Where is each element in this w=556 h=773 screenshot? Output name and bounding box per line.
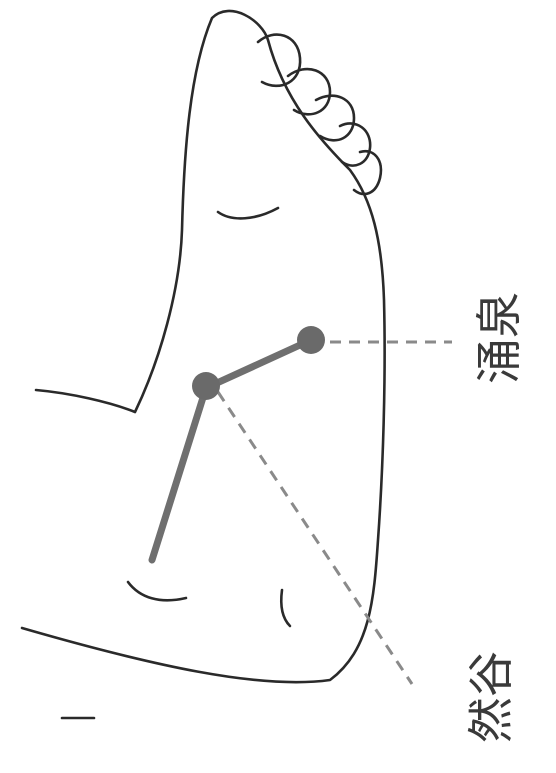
yongquan-label: 涌泉 [476,292,522,384]
yongquan-point [297,326,325,354]
foot-sole-outline [22,11,385,682]
arch-crease [281,590,290,626]
toe-4-outline [340,123,370,165]
toe-1-outline [258,35,300,86]
toe-3-outline [316,96,354,141]
rangu-label: 然谷 [468,651,514,743]
meridian-line [152,340,311,560]
toe-2-outline [288,69,330,114]
ball-crease [218,208,278,218]
heel-crease [128,582,186,600]
rangu-point [192,372,220,400]
